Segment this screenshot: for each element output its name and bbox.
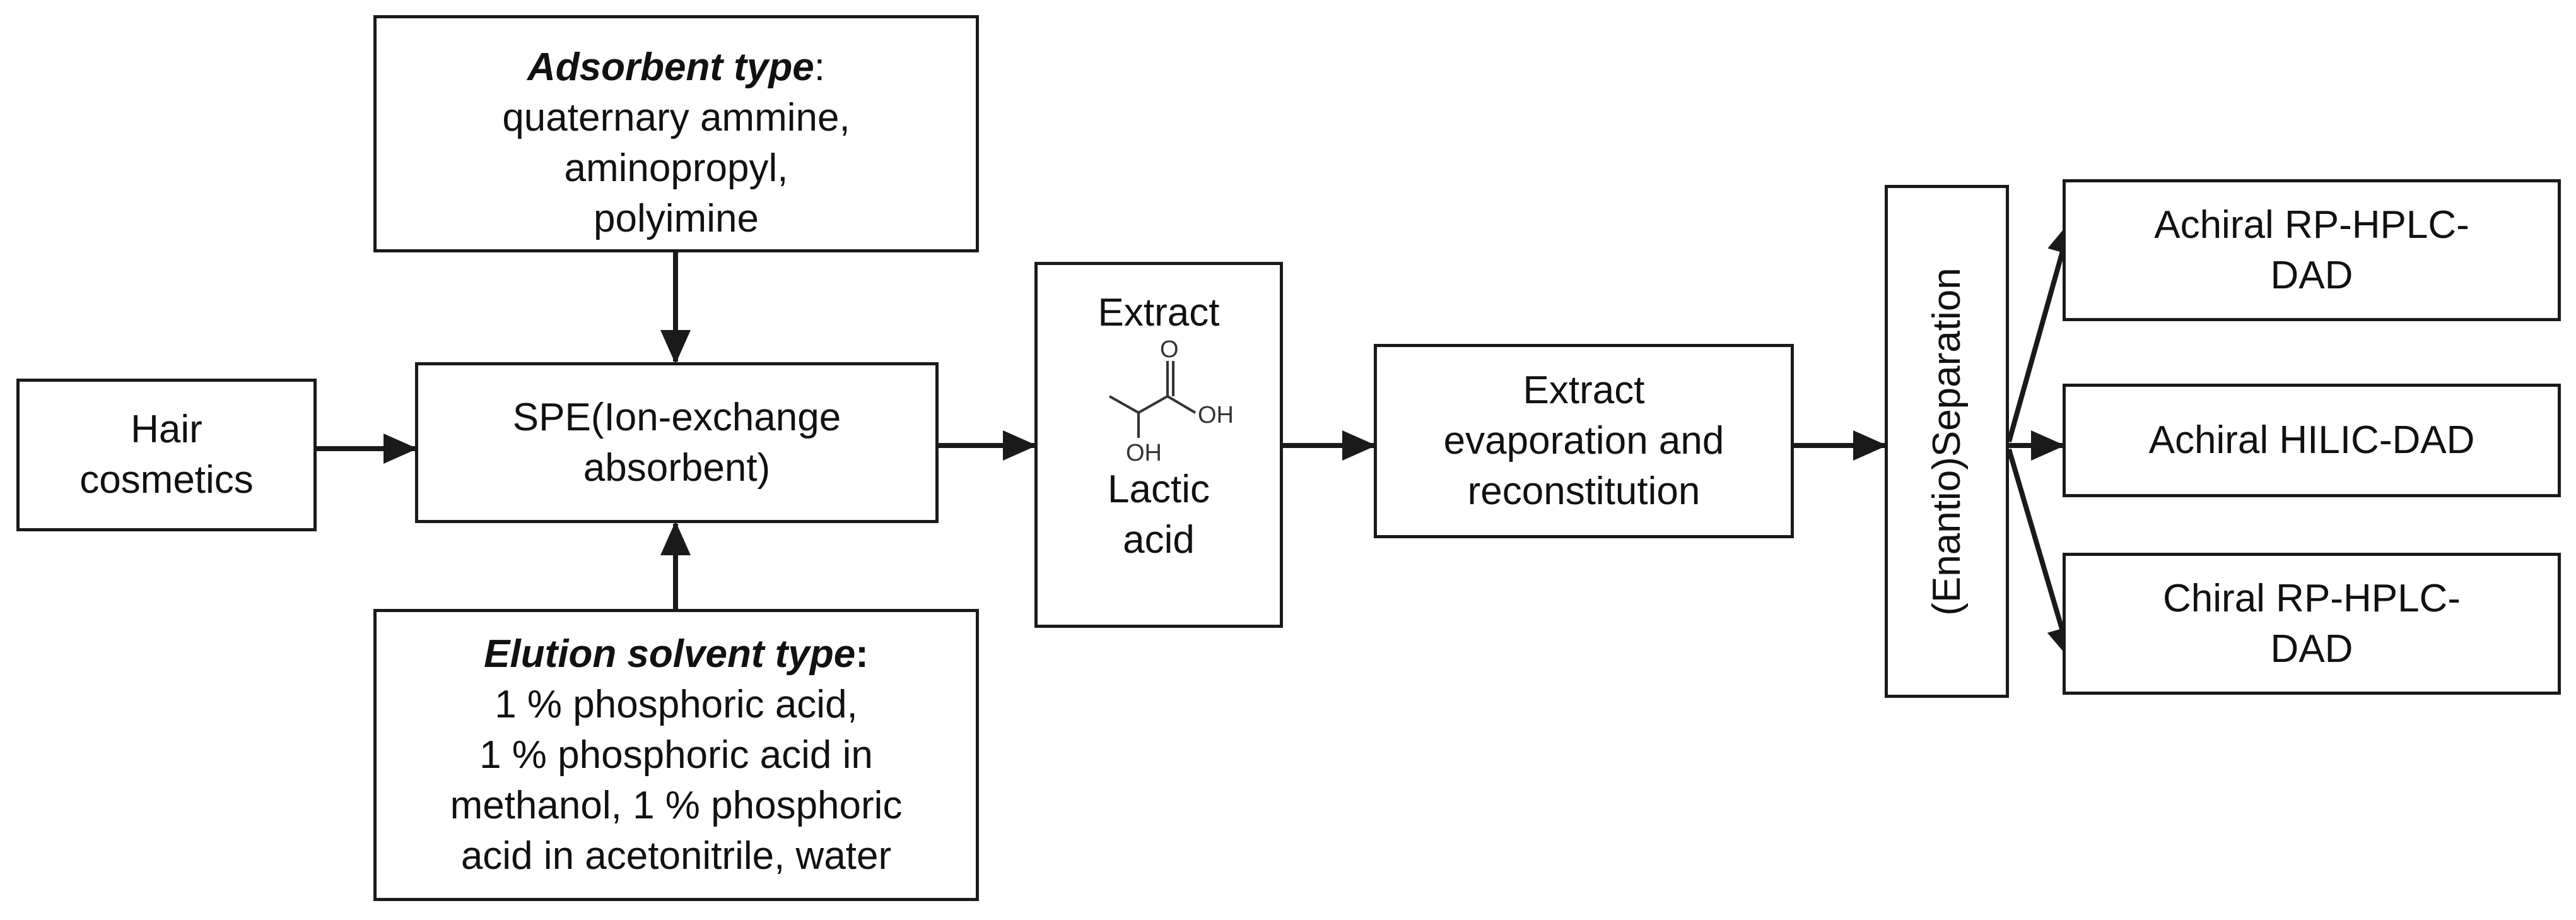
lactic-acid-structure: O OH OH	[1109, 338, 1234, 464]
achiral-rp-line-1: Achiral RP-HPLC-	[2154, 203, 2469, 247]
adsorbent-line-1: quaternary ammine,	[502, 96, 850, 139]
extract-name-line-2: acid	[1123, 518, 1195, 562]
adsorbent-title: Adsorbent type	[527, 45, 814, 89]
hair-cosmetics-line-2: cosmetics	[79, 458, 254, 502]
chiral-rp-line-2: DAD	[2270, 627, 2353, 671]
atom-oh-carboxyl: OH	[1198, 402, 1234, 428]
adsorbent-title-suffix: :	[814, 45, 825, 89]
evaporation-line-1: Extract	[1523, 369, 1645, 412]
extract-box: Extract O OH OH Lactic acid	[1034, 262, 1283, 628]
achiral-hilic-line-1: Achiral HILIC-DAD	[2148, 418, 2475, 462]
elution-line-3: methanol, 1 % phosphoric	[450, 783, 903, 827]
bond-carboxyl-oh	[1166, 395, 1197, 414]
separation-box: (Enantio)Separation	[1885, 185, 2009, 698]
atom-oh-hydroxyl: OH	[1126, 440, 1162, 464]
arrow-separation-to-output-1	[2006, 220, 2077, 443]
separation-label: (Enantio)Separation	[1924, 267, 1969, 616]
arrow-separation-to-output-3	[2006, 448, 2076, 661]
chiral-rp-line-1: Chiral RP-HPLC-	[2163, 576, 2461, 620]
hair-cosmetics-box: Hair cosmetics	[16, 379, 317, 531]
spe-line-2: absorbent)	[583, 445, 771, 490]
chiral-rp-hplc-box: Chiral RP-HPLC- DAD	[2063, 553, 2561, 695]
elution-line-1: 1 % phosphoric acid,	[495, 682, 858, 726]
elution-title-suffix: :	[855, 632, 869, 676]
elution-solvent-box: Elution solvent type: 1 % phosphoric aci…	[373, 609, 979, 901]
adsorbent-line-3: polyimine	[594, 197, 759, 240]
extract-name-line-1: Lactic	[1108, 468, 1210, 511]
bond-methyl	[1109, 395, 1139, 414]
achiral-hilic-box: Achiral HILIC-DAD	[2063, 384, 2561, 497]
spe-box: SPE(Ion-exchange absorbent)	[415, 362, 939, 523]
bond-alpha-carbon	[1138, 395, 1168, 414]
evaporation-box: Extract evaporation and reconstitution	[1374, 344, 1794, 538]
achiral-rp-hplc-box: Achiral RP-HPLC- DAD	[2063, 179, 2561, 321]
elution-title-row: Elution solvent type:	[484, 629, 869, 680]
atom-o: O	[1160, 338, 1179, 363]
adsorbent-type-box: Adsorbent type: quaternary ammine, amino…	[373, 15, 979, 252]
extract-title: Extract	[1098, 291, 1220, 334]
evaporation-line-2: evaporation and	[1443, 419, 1724, 463]
elution-line-4: acid in acetonitrile, water	[460, 834, 892, 878]
elution-line-2: 1 % phosphoric acid in	[479, 733, 873, 777]
evaporation-line-3: reconstitution	[1467, 469, 1701, 513]
spe-line-1: SPE(Ion-exchange	[512, 395, 841, 439]
achiral-rp-line-2: DAD	[2270, 253, 2353, 297]
elution-title: Elution solvent type	[484, 632, 856, 676]
hair-cosmetics-line-1: Hair	[131, 408, 202, 451]
adsorbent-line-2: aminopropyl,	[564, 146, 788, 190]
adsorbent-title-row: Adsorbent type:	[527, 42, 825, 93]
